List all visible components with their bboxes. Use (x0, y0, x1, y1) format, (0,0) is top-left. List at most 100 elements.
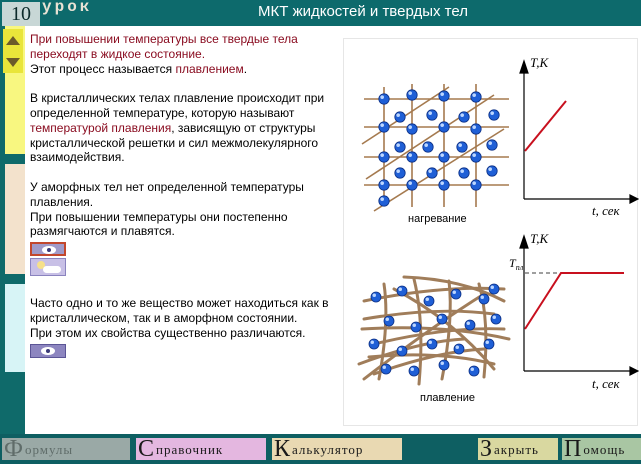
atom-highlight (470, 367, 474, 371)
atom-highlight (412, 323, 416, 327)
atom-highlight (440, 123, 444, 127)
atom-highlight (380, 197, 384, 201)
atom (438, 90, 450, 102)
atom-highlight (440, 181, 444, 185)
atom (410, 321, 422, 333)
chain-segment (372, 327, 506, 346)
scroll-down-button[interactable] (3, 51, 23, 73)
handbook-cap: С (138, 436, 155, 462)
atom (488, 283, 500, 295)
atom (426, 109, 438, 121)
lesson-number: 10 (2, 2, 40, 26)
scroll-up-button[interactable] (3, 29, 23, 51)
atom (438, 121, 450, 133)
atom (468, 365, 480, 377)
cloud-sun-icon[interactable] (30, 258, 66, 277)
page-title: МКТ жидкостей и твердых тел (258, 3, 468, 20)
amorphous-structure (357, 275, 511, 386)
atom (464, 319, 476, 331)
atom-highlight (396, 113, 400, 117)
atom-highlight (490, 111, 494, 115)
atom-highlight (460, 169, 464, 173)
atom (470, 123, 482, 135)
atom-highlight (490, 285, 494, 289)
atom (378, 151, 390, 163)
left-rail (0, 26, 25, 434)
atom (486, 165, 498, 177)
atom-highlight (472, 153, 476, 157)
atom-highlight (452, 290, 456, 294)
rail-segment-cyan (5, 284, 25, 372)
atom-highlight (380, 123, 384, 127)
axis-x-label-bottom: t, сек (592, 376, 620, 391)
axis-y-label-top: T,K (530, 55, 550, 70)
atom (490, 313, 502, 325)
atom (370, 291, 382, 303)
atom (378, 121, 390, 133)
atom-highlight (455, 345, 459, 349)
atom-highlight (372, 293, 376, 297)
atom-highlight (440, 92, 444, 96)
atom (458, 167, 470, 179)
atom-highlight (440, 361, 444, 365)
help-cap: П (564, 436, 582, 462)
eye-icon[interactable] (30, 343, 66, 358)
atom-highlight (380, 153, 384, 157)
calculator-cap: К (274, 436, 291, 462)
atom (438, 359, 450, 371)
paragraph-amorphous: У аморфных тел нет определенной температ… (30, 180, 330, 239)
axis-x-label-top: t, сек (592, 203, 620, 218)
atom (422, 141, 434, 153)
formulas-cap: Ф (4, 436, 23, 462)
rail-segment-peach (5, 164, 25, 274)
states-text-a: Часто одно и то же вещество может находи… (30, 296, 329, 325)
paragraph-crystal: В кристаллических телах плавление происх… (30, 91, 330, 165)
atom (380, 363, 392, 375)
atom-highlight (460, 113, 464, 117)
atom (394, 167, 406, 179)
melting-line (524, 272, 624, 330)
atom-highlight (458, 143, 462, 147)
melting-term: плавлением (175, 61, 244, 76)
atom (436, 313, 448, 325)
atom-highlight (488, 167, 492, 171)
atom (438, 151, 450, 163)
lesson-label: урок (42, 0, 93, 16)
chain-segment (362, 309, 496, 321)
atom-highlight (438, 315, 442, 319)
atom-highlight (472, 181, 476, 185)
atom-highlight (382, 365, 386, 369)
atom (406, 151, 418, 163)
atom-highlight (424, 143, 428, 147)
content-panel: При повышении температуры все твердые те… (25, 26, 641, 434)
atom (478, 293, 490, 305)
chain-segment (362, 292, 486, 381)
figures-area: T,K t, сек нагревание T,K t, сек Tпл пла… (343, 38, 640, 426)
atom (406, 89, 418, 101)
caption-melting: плавление (420, 392, 475, 404)
atom-highlight (370, 340, 374, 344)
atom (368, 338, 380, 350)
close-cap: З (480, 436, 493, 462)
atom (394, 111, 406, 123)
atom (438, 179, 450, 191)
eye-icon[interactable] (30, 242, 66, 257)
atom (423, 295, 435, 307)
atom (486, 139, 498, 151)
close-label: акрыть (494, 442, 539, 457)
atom (394, 141, 406, 153)
atom-highlight (480, 295, 484, 299)
text-column: При повышении температуры все твердые те… (30, 32, 330, 358)
chain-segment (357, 337, 466, 366)
crystal-text-b: , зависящую от структуры кристаллической… (30, 120, 319, 165)
chain-segment (392, 287, 496, 371)
atom-highlight (428, 169, 432, 173)
atom-highlight (408, 125, 412, 129)
calculator-label: алькулятор (292, 442, 364, 457)
help-label: омощь (583, 442, 626, 457)
